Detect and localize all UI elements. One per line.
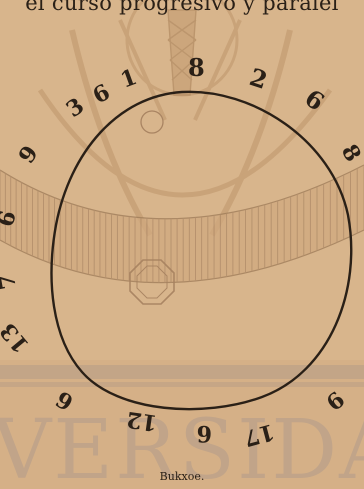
dial-number: 6 bbox=[197, 420, 212, 446]
dial-number: 12 bbox=[125, 406, 159, 436]
watermark-bar-2 bbox=[0, 382, 364, 387]
dial-number: 8 bbox=[188, 53, 205, 82]
figure-caption: Bukxoe. bbox=[0, 470, 364, 483]
watermark-bar-1 bbox=[0, 365, 364, 379]
header-text: el curso progresivo y paralel bbox=[0, 0, 364, 15]
dial-number: 7 bbox=[0, 272, 22, 292]
